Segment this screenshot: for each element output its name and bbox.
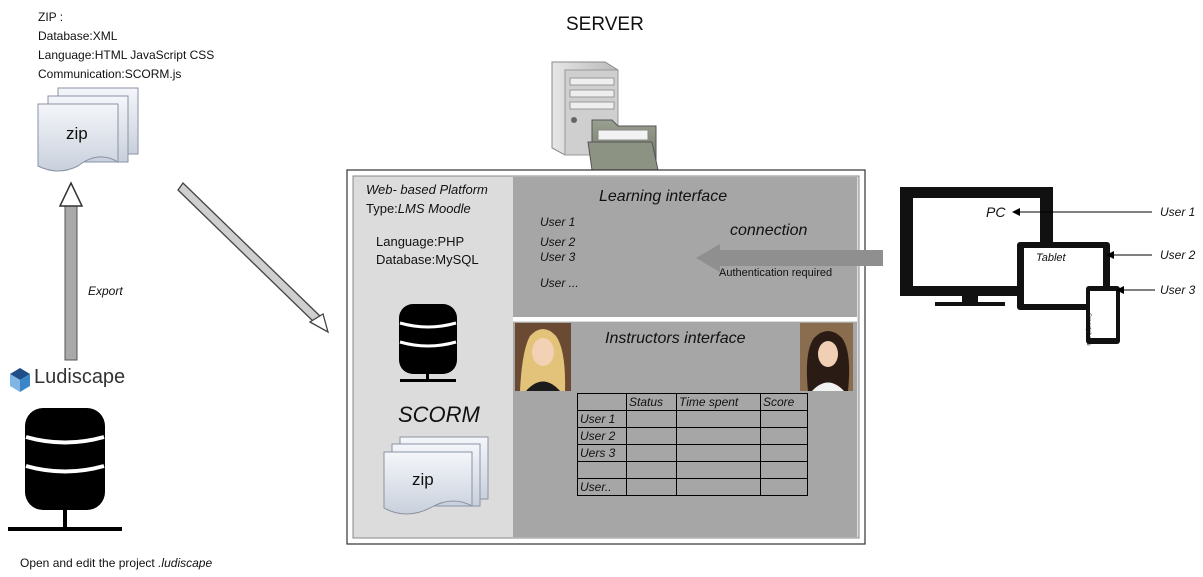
learning-user-3: User 3 [540, 250, 576, 264]
learning-user-more: User ... [540, 276, 579, 290]
ludiscape-logo-icon [10, 368, 30, 392]
export-label: Export [88, 284, 123, 298]
zip-label-platform: zip [412, 470, 434, 489]
device-user-arrows [1012, 208, 1155, 294]
instructor-avatar-left [515, 323, 571, 391]
database-icon-left [8, 408, 122, 531]
deploy-arrow [177, 182, 330, 334]
zip-label-top: zip [66, 124, 88, 143]
instructors-interface-title: Instructors interface [605, 330, 746, 347]
pc-label: PC [986, 204, 1006, 220]
table-header-row: Status Time spent Score [577, 393, 808, 411]
zip-stack-top-icon [37, 87, 139, 172]
ludiscape-label: Ludiscape [34, 366, 126, 388]
connection-arrow [696, 244, 883, 272]
connection-label: connection [730, 222, 808, 239]
table-row-label: User.. [577, 478, 627, 496]
table-row-label [577, 461, 627, 479]
platform-line2: Type:LMS Moodle [366, 201, 471, 216]
zip-info-communication: Communication:SCORM.js [38, 67, 182, 81]
tablet-label: Tablet [1036, 252, 1066, 264]
table-row: User.. [577, 478, 808, 496]
table-row: Uers 3 [577, 444, 808, 462]
instructor-avatar-right [800, 323, 853, 391]
folder-icon [587, 119, 659, 171]
scorm-label: SCORM [398, 402, 480, 427]
table-header-cell: Time spent [676, 393, 761, 411]
platform-language: Language:PHP [376, 234, 465, 249]
table-row [577, 461, 808, 479]
table-header-cell: Status [626, 393, 677, 411]
table-row-label: User 1 [577, 410, 627, 428]
server-label: SERVER [566, 14, 644, 35]
device-user-2: User 2 [1160, 248, 1196, 262]
platform-database: Database:MySQL [376, 252, 479, 267]
platform-line1: Web- based Platform [366, 182, 488, 197]
zip-info-language: Language:HTML JavaScript CSS [38, 48, 215, 62]
table-row: User 2 [577, 427, 808, 445]
learning-panel [513, 177, 857, 317]
zip-info-database: Database:XML [38, 29, 118, 43]
export-arrow [58, 181, 84, 361]
learning-interface-title: Learning interface [599, 188, 728, 205]
smartphone-label: Smartphone [1085, 313, 1091, 346]
device-user-1: User 1 [1160, 205, 1196, 219]
zip-stack-platform-icon [383, 436, 489, 515]
database-icon-platform [399, 304, 457, 382]
device-user-3: User 3 [1160, 283, 1196, 297]
authentication-label: Authentication required [719, 267, 833, 279]
learning-user-1: User 1 [540, 215, 576, 229]
open-edit-caption: Open and edit the project .ludiscape [20, 556, 213, 570]
table-header-cell: Score [760, 393, 808, 411]
progress-table: Status Time spent Score User 1 User 2 Ue… [577, 393, 808, 496]
table-header-cell [577, 393, 627, 411]
table-row-label: User 2 [577, 427, 627, 445]
smartphone-icon [1086, 286, 1120, 344]
learning-user-2: User 2 [540, 235, 576, 249]
zip-info-title: ZIP : [38, 10, 64, 24]
table-row-label: Uers 3 [577, 444, 627, 462]
table-row: User 1 [577, 410, 808, 428]
